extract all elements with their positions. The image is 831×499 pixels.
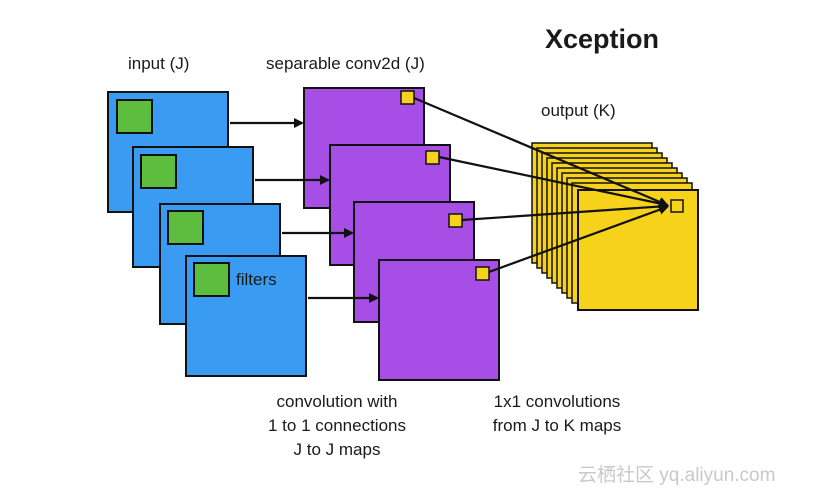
filter-3	[167, 210, 204, 245]
filter-1	[116, 99, 153, 134]
separable-maps	[303, 87, 500, 381]
pointwise-arrow-3	[461, 201, 669, 222]
pointwise-caption-line-2: from J to K maps	[492, 416, 622, 435]
diagram-title: Xception	[545, 24, 660, 54]
point-kernel-2	[425, 150, 440, 165]
input-maps	[107, 91, 307, 377]
output-point	[670, 199, 684, 213]
pointwise-arrow-1	[413, 96, 669, 207]
pointwise-arrow-4	[488, 205, 669, 274]
depthwise-arrows	[230, 118, 379, 303]
separable-label: separable conv2d (J)	[266, 54, 425, 73]
point-kernel-4	[475, 266, 490, 281]
pointwise-caption: 1x1 convolutions from J to K maps	[462, 390, 652, 438]
depthwise-caption: convolution with 1 to 1 connections J to…	[232, 390, 442, 462]
output-label: output (K)	[541, 101, 616, 120]
filter-2	[140, 154, 177, 189]
pointwise-caption-line-1: 1x1 convolutions	[493, 392, 621, 411]
pointwise-arrows	[413, 96, 669, 274]
point-kernel-3	[448, 213, 463, 228]
watermark: 云栖社区 yq.aliyun.com	[578, 465, 776, 486]
pointwise-arrow-2	[438, 155, 669, 209]
filter-4	[193, 262, 230, 297]
filters-label: filters	[236, 270, 277, 289]
depthwise-caption-line-1: convolution with	[276, 392, 398, 411]
input-label: input (J)	[128, 54, 190, 73]
depthwise-caption-line-3: J to J maps	[293, 440, 381, 459]
point-kernel-1	[400, 90, 415, 105]
depthwise-caption-line-2: 1 to 1 connections	[268, 416, 406, 435]
